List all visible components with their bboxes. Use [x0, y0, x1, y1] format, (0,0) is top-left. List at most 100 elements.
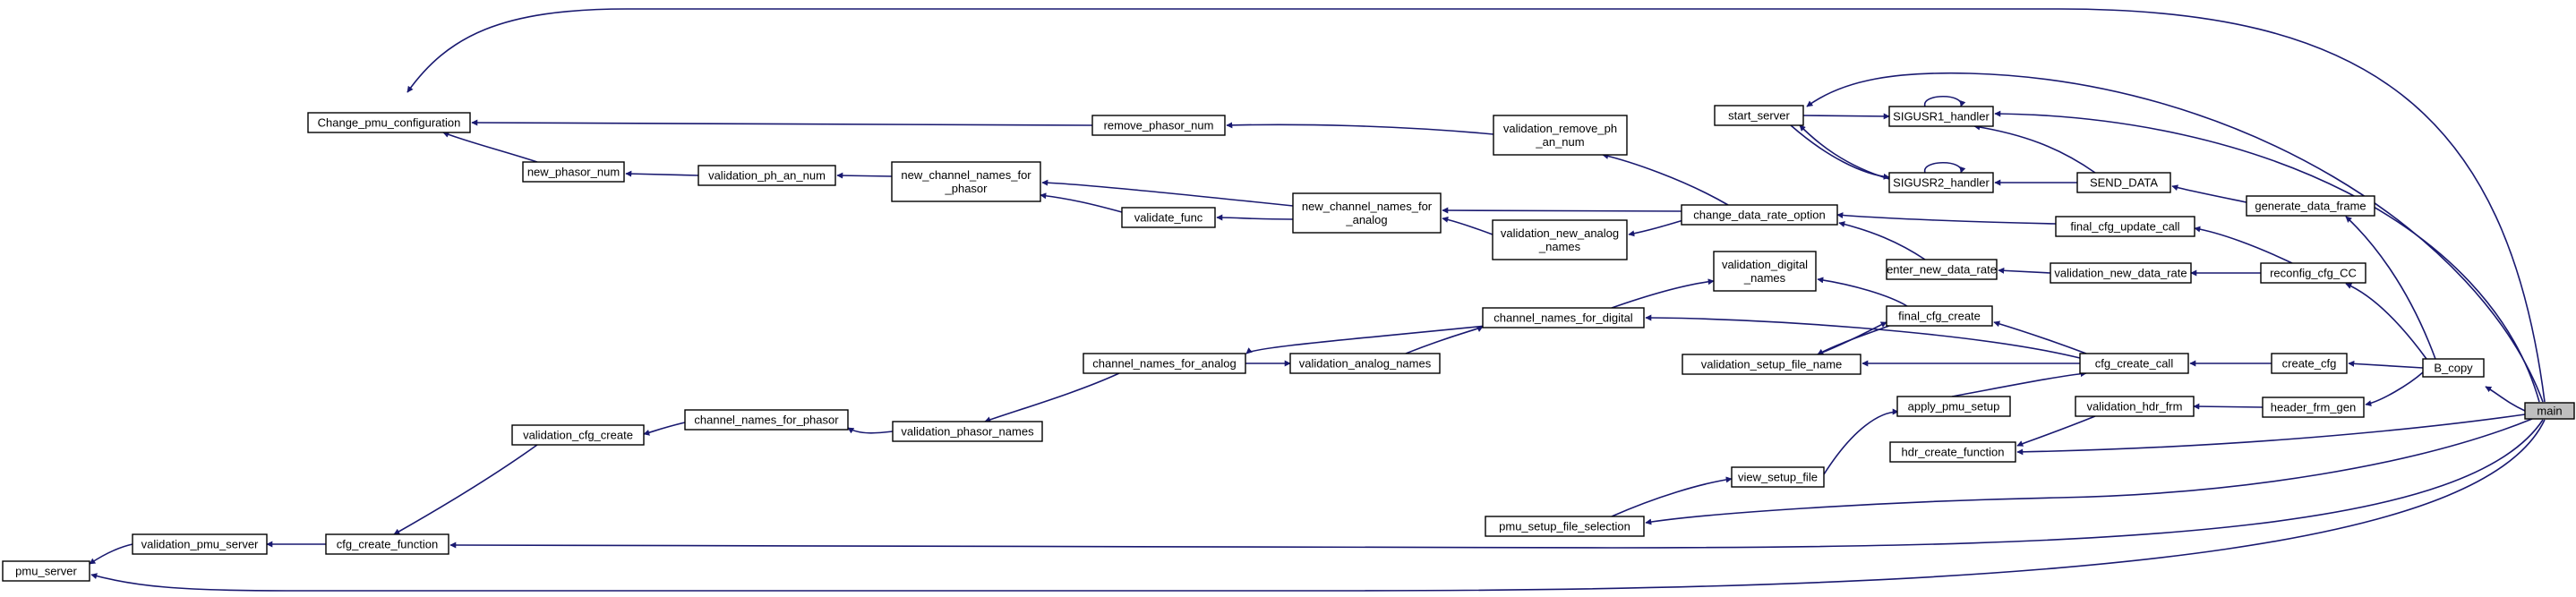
- node-new_phasor_num[interactable]: new_phasor_num: [522, 161, 625, 183]
- node-validation_phasor_names[interactable]: validation_phasor_names: [892, 421, 1043, 442]
- node-new_channel_names_for_phasor[interactable]: new_channel_names_for_phasor: [891, 161, 1041, 202]
- node-final_cfg_update_call[interactable]: final_cfg_update_call: [2055, 216, 2195, 237]
- edge-header_frm_gen-to-validation_hdr_frm: [2193, 403, 2264, 410]
- node-start_server[interactable]: start_server: [1714, 105, 1804, 126]
- node-main[interactable]: main: [2524, 402, 2575, 420]
- edge-final_cfg_update_call-to-change_data_rate_option: [1836, 212, 2057, 225]
- node-label: pmu_server: [15, 565, 77, 578]
- node-box: [2, 560, 90, 582]
- edge-main-to-cfg_create_function: [449, 419, 2544, 549]
- node-final_cfg_create[interactable]: final_cfg_create: [1886, 305, 1993, 327]
- node-box: [2271, 353, 2348, 374]
- node-pmu_server[interactable]: pmu_server: [2, 560, 90, 582]
- node-label: create_cfg: [2282, 357, 2337, 371]
- node-label: view_setup_file: [1738, 471, 1818, 484]
- node-reconfig_cfg_CC[interactable]: reconfig_cfg_CC: [2260, 262, 2366, 284]
- edge-validation_pmu_server-to-pmu_server: [89, 543, 133, 565]
- node-validation_new_analog_names[interactable]: validation_new_analog_names: [1492, 219, 1628, 260]
- node-label: channel_names_for_digital: [1493, 311, 1632, 325]
- edge-cfg_create_call-to-final_cfg_create: [1993, 320, 2087, 354]
- node-B_copy[interactable]: B_copy: [2422, 358, 2485, 378]
- node-box: [1493, 115, 1628, 156]
- node-generate_data_frame[interactable]: generate_data_frame: [2246, 195, 2375, 217]
- node-hdr_create_function[interactable]: hdr_create_function: [1889, 441, 2016, 463]
- node-validation_pmu_server[interactable]: validation_pmu_server: [132, 533, 268, 555]
- edge-view_setup_file-to-apply_pmu_setup: [1823, 408, 1899, 475]
- edge-new_channel_names_for_phasor-to-validation_ph_an_num: [836, 172, 893, 179]
- node-label: cfg_create_call: [2095, 357, 2174, 371]
- edge-main-to-pmu_setup_file_selection: [1645, 418, 2533, 525]
- node-box: [2050, 262, 2192, 284]
- node-SIGUSR2_handler[interactable]: SIGUSR2_handler: [1888, 172, 1994, 193]
- node-label: channel_names_for_phasor: [694, 414, 839, 427]
- node-change_data_rate_option[interactable]: change_data_rate_option: [1681, 204, 1838, 226]
- node-box: [1886, 259, 1998, 280]
- node-box: [132, 533, 268, 555]
- node-new_channel_names_for_analog[interactable]: new_channel_names_for_analog: [1292, 192, 1442, 234]
- node-box: [891, 161, 1041, 202]
- node-box: [1888, 106, 1994, 127]
- edge-validation_new_data_rate-to-enter_new_data_rate: [1998, 267, 2051, 274]
- node-label: validation_new_data_rate: [2054, 267, 2187, 280]
- node-box: [1292, 192, 1442, 234]
- node-enter_new_data_rate[interactable]: enter_new_data_rate: [1886, 259, 1998, 280]
- node-cfg_create_function[interactable]: cfg_create_function: [325, 533, 449, 555]
- node-validate_func[interactable]: validate_func: [1121, 207, 1216, 228]
- node-box: [1492, 219, 1628, 260]
- node-validation_analog_names[interactable]: validation_analog_names: [1289, 353, 1441, 374]
- node-Change_pmu_configuration[interactable]: Change_pmu_configuration: [307, 112, 471, 133]
- node-cfg_create_call[interactable]: cfg_create_call: [2079, 353, 2189, 374]
- node-validation_digital_names[interactable]: validation_digital_names: [1713, 251, 1817, 292]
- node-box: [1713, 251, 1817, 292]
- node-remove_phasor_num[interactable]: remove_phasor_num: [1091, 115, 1226, 136]
- node-box: [511, 424, 645, 446]
- node-channel_names_for_analog[interactable]: channel_names_for_analog: [1083, 353, 1246, 374]
- node-box: [2262, 397, 2365, 418]
- node-label: validation_analog_names: [1299, 357, 1432, 371]
- node-label: new_channel_names_for: [901, 168, 1031, 182]
- node-box: [1289, 353, 1441, 374]
- edge-B_copy-to-reconfig_cfg_CC: [2345, 283, 2427, 360]
- node-label: validation_new_analog: [1501, 226, 1619, 240]
- edge-start_server-to-SIGUSR2_handler: [1790, 124, 1890, 180]
- node-box: [2076, 172, 2171, 193]
- edge-validation_analog_names-to-channel_names_for_digital: [1405, 326, 1484, 354]
- node-validation_remove_phan_num[interactable]: validation_remove_ph_an_num: [1493, 115, 1628, 156]
- edge-channel_names_for_digital-to-validation_digital_names: [1611, 278, 1715, 309]
- node-create_cfg[interactable]: create_cfg: [2271, 353, 2348, 374]
- node-label: B_copy: [2434, 362, 2473, 375]
- edge-reconfig_cfg_CC-to-final_cfg_update_call: [2194, 226, 2293, 264]
- node-box: [1121, 207, 1216, 228]
- node-box: [1091, 115, 1226, 136]
- node-channel_names_for_digital[interactable]: channel_names_for_digital: [1482, 307, 1645, 328]
- node-channel_names_for_phasor[interactable]: channel_names_for_phasor: [684, 409, 849, 431]
- node-pmu_setup_file_selection[interactable]: pmu_setup_file_selection: [1485, 516, 1645, 537]
- node-label: _phasor: [945, 182, 988, 195]
- edge-change_data_rate_option-to-new_channel_names_for_analog: [1442, 207, 1682, 214]
- node-validation_hdr_frm[interactable]: validation_hdr_frm: [2075, 396, 2195, 417]
- edge-main-to-B_copy: [2485, 386, 2526, 412]
- edge-new_channel_names_for_analog-to-new_channel_names_for_phasor: [1041, 179, 1294, 207]
- node-box: [2055, 216, 2195, 237]
- edge-start_server-to-SIGUSR1_handler: [1802, 113, 1890, 120]
- node-label: remove_phasor_num: [1104, 119, 1214, 132]
- edge-new_phasor_num-to-Change_pmu_configuration: [442, 132, 538, 163]
- edge-validation_hdr_frm-to-hdr_create_function: [2016, 415, 2096, 447]
- node-SIGUSR1_handler[interactable]: SIGUSR1_handler: [1888, 106, 1994, 127]
- node-header_frm_gen[interactable]: header_frm_gen: [2262, 397, 2365, 418]
- node-SEND_DATA[interactable]: SEND_DATA: [2076, 172, 2171, 193]
- node-validation_setup_file_name[interactable]: validation_setup_file_name: [1682, 354, 1861, 375]
- node-box: [2079, 353, 2189, 374]
- node-view_setup_file[interactable]: view_setup_file: [1731, 466, 1825, 488]
- node-label: cfg_create_function: [337, 538, 438, 551]
- edge-channel_names_for_phasor-to-validation_cfg_create: [643, 422, 686, 436]
- node-box: [697, 165, 836, 186]
- node-validation_ph_an_num[interactable]: validation_ph_an_num: [697, 165, 836, 186]
- node-validation_new_data_rate[interactable]: validation_new_data_rate: [2050, 262, 2192, 284]
- edge-layer: [89, 8, 2546, 592]
- node-box: [522, 161, 625, 183]
- node-label: SEND_DATA: [2090, 176, 2158, 190]
- edge-cfg_create_call-to-channel_names_for_digital: [1645, 314, 2081, 359]
- node-validation_cfg_create[interactable]: validation_cfg_create: [511, 424, 645, 446]
- node-apply_pmu_setup[interactable]: apply_pmu_setup: [1896, 396, 2011, 417]
